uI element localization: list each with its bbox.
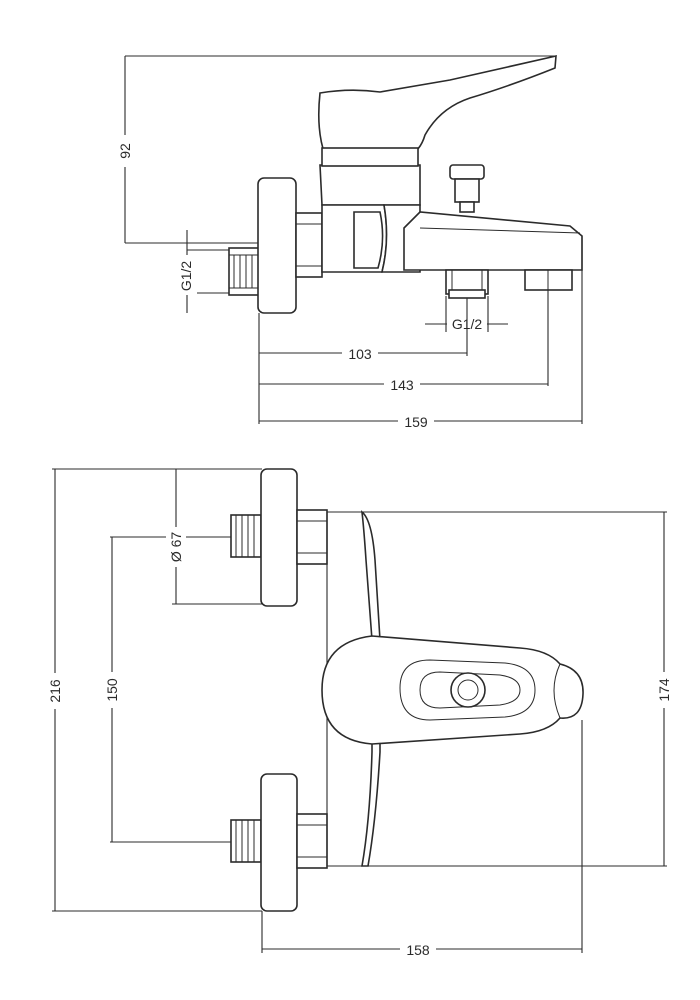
dimension-label-159: 159 xyxy=(404,414,428,430)
dimension-103: 103 xyxy=(259,344,467,362)
dimension-159: 159 xyxy=(259,412,582,430)
dimension-label-92: 92 xyxy=(117,143,133,159)
dimension-label-diameter: Ø 67 xyxy=(168,532,184,563)
mixer-body-top xyxy=(326,510,667,867)
inlet-connector-bottom xyxy=(230,819,262,863)
spout-side xyxy=(403,211,583,291)
dimension-174: 174 xyxy=(654,512,674,866)
inlet-connector-top xyxy=(230,514,262,558)
dimension-height-92: 92 xyxy=(115,55,555,244)
nut-top xyxy=(296,509,328,565)
dimension-label-thread-left: G1/2 xyxy=(178,261,194,292)
dimension-label-158: 158 xyxy=(406,942,430,958)
dimension-158: 158 xyxy=(261,720,583,958)
dimension-label-143: 143 xyxy=(390,377,414,393)
dimension-label-174: 174 xyxy=(656,678,672,702)
diverter-knob xyxy=(449,164,485,213)
inlet-connector-left xyxy=(228,247,260,296)
side-view: 92 G1/2 xyxy=(115,54,583,430)
dimension-thread-left: G1/2 xyxy=(177,230,230,313)
wall-flange-top xyxy=(260,468,298,607)
dimension-150: 150 xyxy=(102,536,232,843)
dimension-label-150: 150 xyxy=(104,678,120,702)
dimension-216: 216 xyxy=(45,468,262,912)
dimension-143: 143 xyxy=(259,375,548,393)
shower-outlet-connector xyxy=(445,269,489,299)
dimension-diameter-67: Ø 67 xyxy=(166,468,262,605)
nut-side xyxy=(295,212,323,278)
lever-handle-side xyxy=(318,54,557,156)
wall-flange-bottom xyxy=(260,773,298,912)
dimension-label-103: 103 xyxy=(348,346,372,362)
handle-collar xyxy=(321,147,419,167)
nut-bottom xyxy=(296,813,328,869)
lever-handle-top xyxy=(321,635,584,745)
dimension-label-216: 216 xyxy=(47,679,63,703)
wall-flange-side xyxy=(257,177,297,314)
top-view: 216 150 Ø 67 xyxy=(45,468,674,958)
